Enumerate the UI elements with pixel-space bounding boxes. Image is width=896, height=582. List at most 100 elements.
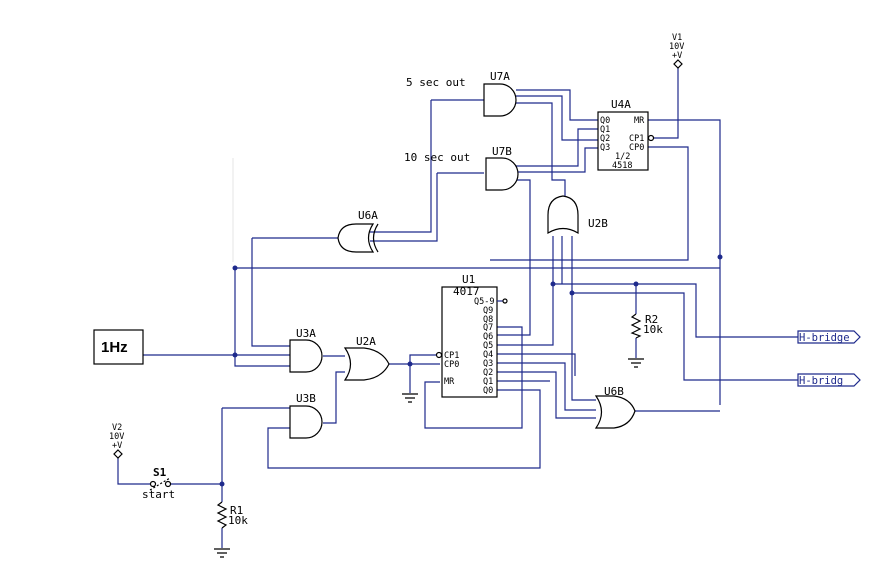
wire-u7b-to-u6a bbox=[370, 173, 438, 242]
u1-pin-q9: Q9 bbox=[483, 306, 493, 316]
wire-u2b-in-b bbox=[497, 179, 531, 336]
u4a-pin-mr: MR bbox=[634, 116, 645, 126]
wire-4017-q2 bbox=[497, 371, 596, 419]
junction-dot bbox=[219, 481, 225, 487]
u1-pin-q6: Q6 bbox=[483, 332, 493, 342]
u6a-label: U6A bbox=[358, 209, 378, 222]
ground-icon bbox=[402, 393, 418, 403]
gate-u6a: U6A bbox=[337, 209, 379, 253]
junction-dot bbox=[550, 281, 556, 287]
wire-clock-to-u3a-b bbox=[234, 268, 290, 367]
hbridge-2-label: H-bridg bbox=[799, 375, 843, 387]
u4a-pin-cp0: CP0 bbox=[629, 143, 644, 153]
v1-terminal bbox=[673, 59, 683, 69]
hbridge-2-port bbox=[797, 373, 861, 387]
ground-icon bbox=[214, 548, 230, 558]
u4a-cp1-bubble bbox=[647, 134, 655, 142]
wire-4518-mr bbox=[648, 119, 721, 405]
u1-part: 4017 bbox=[453, 285, 480, 298]
ic-u1-body bbox=[441, 286, 498, 398]
u1-pin-q8: Q8 bbox=[483, 315, 493, 325]
u1-pin-q0: Q0 bbox=[483, 386, 493, 396]
or-gate-u6a-xline bbox=[372, 223, 379, 253]
wire-hbridge-1 bbox=[553, 283, 798, 338]
junction-dot bbox=[633, 281, 639, 287]
clock-label: 1Hz bbox=[101, 339, 128, 356]
junction-dots bbox=[219, 254, 723, 487]
wire-u7b-q3 bbox=[516, 147, 598, 173]
u1-pin-q7: Q7 bbox=[483, 323, 493, 333]
u4a-pin-q2: Q2 bbox=[600, 134, 610, 144]
v1-label: V1 bbox=[672, 33, 682, 43]
junction-dot bbox=[232, 352, 238, 358]
gate-u7b: U7B 10 sec out bbox=[404, 145, 519, 191]
clock-box bbox=[93, 329, 144, 365]
wire-4518-cp1 bbox=[654, 68, 679, 139]
or-gate-u6a bbox=[337, 223, 375, 253]
supply-v2: V2 10V +V bbox=[109, 423, 124, 459]
s1-contact-b bbox=[164, 480, 172, 488]
r2-zigzag bbox=[630, 313, 642, 339]
or-gate-u6b bbox=[594, 395, 636, 429]
or-gate-u2b bbox=[547, 195, 579, 235]
u4a-pin-q0: Q0 bbox=[600, 116, 610, 126]
u4a-pin-cp1: CP1 bbox=[629, 134, 644, 144]
junction-dot bbox=[232, 265, 238, 271]
r2-value: 10k bbox=[643, 323, 663, 336]
hbridge-2: H-bridg bbox=[797, 373, 861, 387]
r1-label: R1 bbox=[230, 504, 243, 517]
wire-u3b-out bbox=[323, 371, 345, 424]
wire-4017-q4 bbox=[497, 353, 576, 376]
wire-u2b-in-a bbox=[516, 102, 566, 196]
ground-icon bbox=[628, 358, 644, 368]
wire-u2a-out bbox=[389, 354, 440, 365]
wire-4017-q0-u3b bbox=[267, 389, 541, 469]
u3b-label: U3B bbox=[296, 392, 316, 405]
hbridge-1-port bbox=[797, 330, 861, 344]
and-gate-u3b bbox=[289, 405, 323, 439]
and-gate-u7b bbox=[485, 157, 519, 191]
supply-v1: V1 10V +V bbox=[669, 33, 684, 69]
r2-label: R2 bbox=[645, 313, 658, 326]
u7a-label: U7A bbox=[490, 70, 510, 83]
gate-u7a: U7A 5 sec out bbox=[406, 70, 517, 117]
gate-u2a: U2A bbox=[343, 335, 390, 381]
v2-rail: +V bbox=[112, 441, 122, 451]
and-gate-u7a bbox=[483, 83, 517, 117]
u4a-pin-q3: Q3 bbox=[600, 143, 610, 153]
u1-pin-mr: MR bbox=[444, 377, 455, 387]
switch-s1[interactable]: S1 start bbox=[142, 466, 175, 501]
s1-name: start bbox=[142, 488, 175, 501]
gate-u6b: U6B bbox=[594, 385, 636, 429]
s1-contact-a bbox=[149, 480, 157, 488]
u2a-label: U2A bbox=[356, 335, 376, 348]
junction-dot bbox=[569, 290, 575, 296]
resistor-r2: R2 10k bbox=[628, 313, 663, 368]
u1-pin-cp1: CP1 bbox=[444, 351, 459, 361]
wire-hbridge-2 bbox=[572, 292, 798, 381]
wire-4017-q7-mr bbox=[424, 326, 523, 429]
clock-source: 1Hz bbox=[93, 329, 144, 365]
u1-pin-cp0: CP0 bbox=[444, 360, 459, 370]
hbridge-1: H-bridge bbox=[797, 330, 861, 344]
ic-u4a: U4A Q0 Q1 Q2 Q3 MR CP1 CP0 1/2 4518 bbox=[597, 98, 655, 171]
ic-u1: U1 4017 Q5-9 Q9 Q8 Q7 Q6 Q5 Q4 Q3 Q2 Q1 … bbox=[435, 273, 508, 398]
v1-value: 10V bbox=[669, 42, 684, 52]
u1-pin-q5: Q5 bbox=[483, 341, 493, 351]
v1-rail: +V bbox=[672, 51, 682, 61]
u4a-half: 1/2 bbox=[615, 152, 630, 162]
wire-u7a-to-u6a bbox=[370, 100, 432, 233]
wire-u7a-q2 bbox=[516, 95, 598, 141]
u1-label: U1 bbox=[462, 273, 475, 286]
wire-u2b-left bbox=[497, 236, 554, 346]
u1-pin-q59: Q5-9 bbox=[474, 297, 494, 307]
ic-u4a-body bbox=[597, 111, 649, 171]
and-gate-u3a bbox=[289, 339, 323, 373]
five-sec-label: 5 sec out bbox=[406, 76, 466, 89]
s1-label: S1 bbox=[153, 466, 167, 479]
u1-cp1-bubble bbox=[435, 351, 443, 359]
u1-pin-q3: Q3 bbox=[483, 359, 493, 369]
u1-pin-q1: Q1 bbox=[483, 377, 493, 387]
